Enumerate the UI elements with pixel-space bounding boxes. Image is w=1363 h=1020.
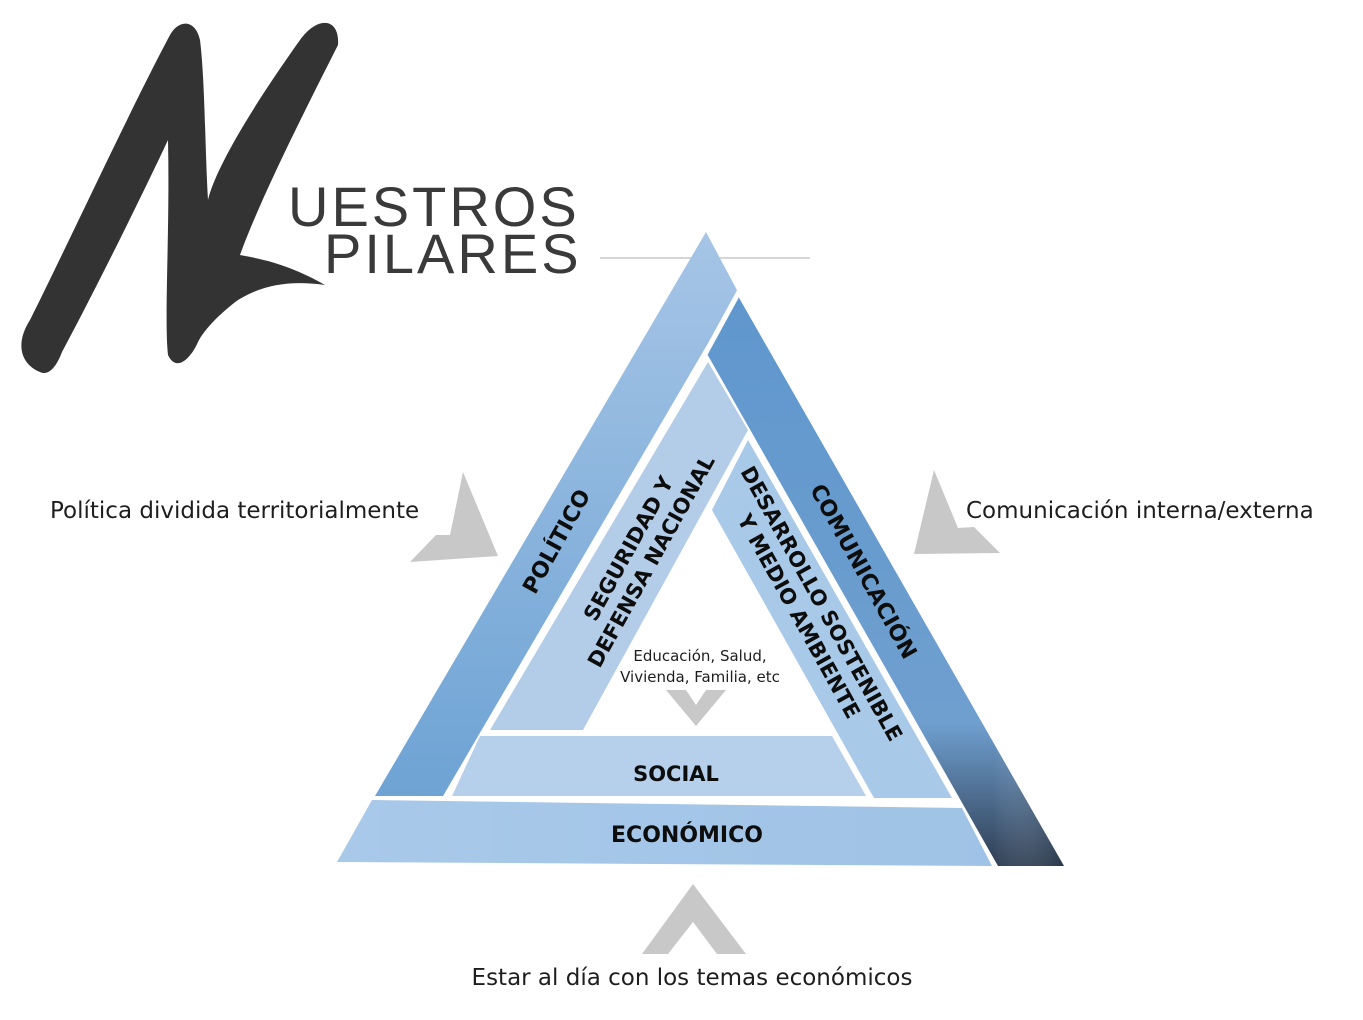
- left-chevron-icon: [410, 472, 498, 562]
- bottom-chevron-icon: [642, 884, 746, 954]
- social-note-line1: Educación, Salud,: [633, 647, 766, 665]
- band-seguridad: [490, 362, 748, 730]
- band-economico: [337, 800, 992, 866]
- band-desarrollo: [712, 440, 952, 798]
- label-social: SOCIAL: [633, 762, 719, 786]
- side-label-left: Política dividida territorialmente: [50, 498, 419, 524]
- title-line2: PILARES: [324, 222, 582, 285]
- logo: [21, 22, 339, 374]
- right-chevron-icon: [914, 470, 1000, 554]
- social-chevron-icon: [666, 690, 726, 726]
- band-social: [452, 736, 866, 796]
- band-politico: [375, 232, 738, 796]
- label-economico: ECONÓMICO: [611, 822, 763, 848]
- band-comunicacion-shade: [706, 296, 1064, 866]
- side-label-bottom: Estar al día con los temas económicos: [472, 965, 913, 991]
- social-note-line2: Vivienda, Familia, etc: [620, 668, 780, 686]
- title-line1: UESTROS: [288, 175, 580, 238]
- separator-top: [701, 288, 743, 358]
- logo-n-brush: [21, 22, 339, 374]
- side-label-right: Comunicación interna/externa: [966, 498, 1314, 524]
